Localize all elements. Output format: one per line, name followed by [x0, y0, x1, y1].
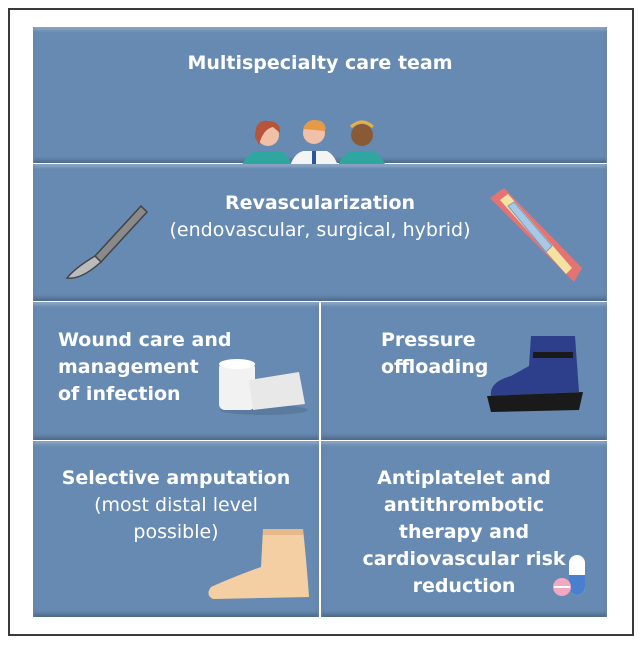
panel-antithrombotic-therapy: Antiplatelet and antithrombotic therapy … — [321, 441, 607, 617]
panel-title-line: offloading — [381, 356, 489, 378]
panel-title-line: of infection — [58, 383, 181, 405]
panel-subtitle-line: possible) — [133, 521, 219, 543]
scalpel-icon — [65, 204, 149, 279]
panel-title: Multispecialty care team — [187, 52, 453, 74]
foot-icon — [208, 529, 309, 599]
panel-care-team: Multispecialty care team — [33, 27, 607, 183]
panel-subtitle-line: (most distal level — [94, 494, 258, 516]
bandage-icon — [219, 359, 308, 415]
panel-title-line: cardiovascular risk — [362, 548, 566, 570]
panel-revascularization: Revascularization (endovascular, surgica… — [33, 164, 607, 301]
panel-title-line: reduction — [412, 575, 516, 597]
panel-title: Selective amputation — [61, 467, 291, 489]
pills-icon — [553, 555, 585, 596]
stent-icon — [490, 188, 582, 282]
panel-title-line: Pressure — [381, 329, 476, 351]
panel-title-line: therapy and — [398, 521, 530, 543]
panel-title-line: antithrombotic — [383, 494, 545, 516]
panel-title-line: Wound care and — [58, 329, 232, 351]
panel-title: Revascularization — [224, 192, 416, 214]
offloading-boot-icon — [487, 336, 583, 412]
panel-wound-care: Wound care and management of infection — [33, 302, 319, 440]
panel-subtitle: (endovascular, surgical, hybrid) — [169, 219, 471, 241]
panel-title-line: management — [58, 356, 199, 378]
panel-selective-amputation: Selective amputation (most distal level … — [33, 441, 319, 617]
panel-title-line: Antiplatelet and — [377, 467, 551, 489]
panel-pressure-offloading: Pressure offloading — [321, 302, 607, 440]
